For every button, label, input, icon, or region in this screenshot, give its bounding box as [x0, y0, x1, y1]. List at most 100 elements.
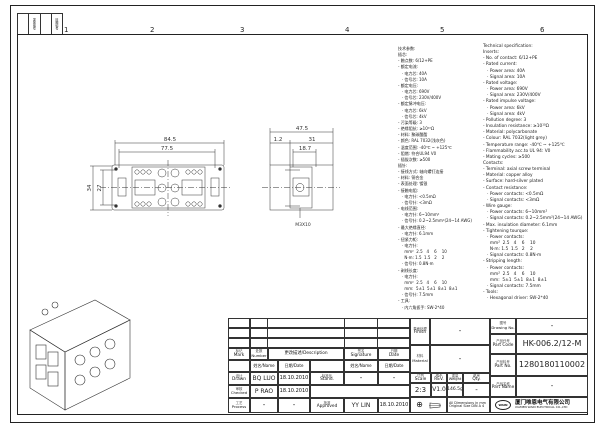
stand-date: - — [378, 372, 410, 385]
spec-line: - Surface: hard-silver plated — [483, 179, 543, 185]
spec-line: - 工具: — [398, 298, 411, 304]
spec-line: 插针: — [398, 162, 408, 168]
spec-line: · 电力芯: 690V — [398, 89, 430, 95]
part-no-value: 1280180110002 — [516, 354, 588, 376]
isometric-view — [29, 299, 131, 411]
spec-line: · Signal contacts: <3mΩ — [483, 197, 540, 203]
spec-line: - Pollution degree: 3 — [483, 117, 527, 123]
spec-line: - 剥线长度: — [398, 267, 419, 273]
spec-line: · 电力芯: 40A — [398, 70, 427, 76]
dim-depth: 47.5 — [296, 126, 309, 132]
weight-value: 146.5g — [447, 383, 463, 397]
spec-line: - Wire gauge: — [483, 204, 512, 210]
date-header: 日期/Date — [378, 360, 410, 372]
spec-line: · Signal area: 230V/400V — [483, 93, 541, 99]
dim-overall-width: 84.5 — [164, 137, 177, 143]
spec-line: · 电力针: — [398, 243, 418, 248]
qty-value: - — [463, 383, 490, 397]
spec-line: · Power area: 6kV — [483, 105, 525, 111]
signal-pin — [197, 201, 203, 207]
description-header: 更改描述/Description — [268, 348, 344, 360]
spec-line: · 信号针: 0.2~2.5mm²(24~14 AWG) — [398, 218, 472, 224]
spec-line: mm: 5±1 5±1 8±1 8±1 — [398, 286, 458, 292]
spec-line: - Contact resistance: — [483, 185, 528, 191]
signal-pin — [134, 169, 140, 175]
drawing-no-value: - — [516, 318, 588, 334]
spec-line: · 信号针: 7.5mm — [398, 292, 434, 298]
spec-line: · 信号针: 0.8N·m — [398, 261, 434, 267]
spec-line: - Tools: — [483, 290, 498, 296]
spec-line: - Mating cycles: ≥500 — [483, 154, 530, 160]
finish-value: - — [430, 318, 490, 345]
signal-pin — [140, 201, 146, 207]
spec-line: - Tightening tourque: — [483, 228, 529, 234]
signal-pin — [191, 169, 197, 175]
part-name-value: - — [516, 376, 588, 397]
spec-line: - Rated current: — [483, 62, 517, 68]
spec-line: - 绝缘阻抗: ≥10¹⁰Ω — [398, 126, 435, 132]
signal-pin — [146, 201, 152, 207]
dim-flange: 1.2 — [274, 137, 283, 143]
spec-line: mm² 2.5 4 6 10 — [398, 249, 447, 255]
stamp-cell: 发放编号 — [29, 14, 41, 34]
dim-mount-width: 77.5 — [161, 146, 174, 152]
outer-border — [10, 5, 595, 423]
scale-value: 2:3 — [410, 383, 431, 397]
spec-line: N·m: 1.5 1.5 2 2 — [398, 255, 445, 261]
drawn-date: 18.10.2010 — [278, 372, 310, 385]
spec-line: - 触点数: 6/12+PE — [398, 58, 433, 64]
corner-stamp: 发放编号 旧图编号 — [17, 13, 63, 34]
spec-list-english: Technical specification:Inserts:- No. of… — [483, 44, 582, 303]
spec-line: mm² 2.5 4 6 10 — [483, 241, 536, 246]
signal-pin — [185, 201, 191, 207]
spec-line: · 内六角扳手: SW-2*40 — [398, 304, 445, 310]
date-header: 日期/Date — [278, 360, 310, 372]
dim-screw-offset: 18.7 — [299, 146, 312, 152]
spec-line: - Rated voltage: — [483, 80, 518, 86]
front-dimensions — [90, 140, 225, 211]
drawn-name: BQ LUO — [250, 372, 278, 385]
spec-line: · Power contacts: — [483, 265, 524, 271]
projection-symbol: ⊕ — [410, 397, 447, 413]
spec-line: - Max. insulation diameter: 6.1mm — [483, 222, 558, 228]
signal-pin — [197, 169, 203, 175]
spec-line: - 表面处理: 镀银 — [398, 181, 428, 187]
name-header: 姓名/Name — [250, 360, 278, 372]
spec-line: - Material: polycarbonate — [483, 130, 538, 136]
zone-label: 5 — [440, 26, 445, 34]
spec-line: - 额定电流: — [398, 64, 419, 70]
name-header: 姓名/Name — [344, 360, 378, 372]
zone-label: 3 — [240, 26, 245, 34]
zone-label: 4 — [345, 26, 350, 34]
spec-line: · Signal contacts: 7.5mm — [483, 284, 541, 290]
spec-line: - Insulation resistance: ≥10¹⁰Ω — [483, 124, 549, 130]
spec-line: mm² 2.5 4 6 10 — [483, 271, 536, 277]
rev-value: V1.0 — [431, 383, 447, 397]
spec-line: · Power contacts: <0.5mΩ — [483, 191, 544, 197]
spec-line: · 信号芯: 230V/400V — [398, 95, 442, 101]
spec-line: - 最大绝缘直径: — [398, 224, 427, 230]
spec-line: · Signal contacts: 0.2~2.5mm²(24~14 AWG) — [483, 216, 583, 222]
dim-body-depth: 31 — [309, 137, 316, 143]
spec-line: Inserts: — [483, 50, 500, 56]
spec-line: - 材料: 铜合金 — [398, 175, 424, 181]
signal-pin — [185, 169, 191, 175]
spec-line: · 信号芯: 10A — [398, 76, 427, 82]
spec-line: 插芯: — [398, 52, 408, 58]
part-code-value: HK-006.2/12-M — [516, 334, 588, 354]
company-name-en: XIAMEN WAIN ELECTRICAL CO.,LTD — [515, 405, 568, 410]
dim-overall-height: 34 — [87, 184, 93, 191]
